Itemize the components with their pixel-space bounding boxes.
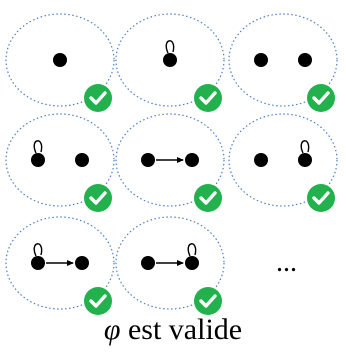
- graph-boundary: [5, 113, 115, 207]
- checkmark-icon: [89, 91, 107, 105]
- graph-node: [31, 153, 45, 167]
- self-loop: [165, 40, 175, 54]
- graph-cell: [5, 113, 115, 212]
- graph-cell: [115, 113, 225, 212]
- graph-node: [185, 256, 199, 270]
- graph-node: [163, 53, 177, 67]
- check-badge-icon: [194, 287, 222, 315]
- graph-cell: [115, 13, 225, 112]
- checkmark-icon: [89, 294, 107, 308]
- check-badge-icon: [307, 84, 335, 112]
- self-loop: [33, 140, 43, 154]
- graph-boundary: [5, 13, 115, 107]
- self-loop: [187, 243, 197, 257]
- graph-boundary: [228, 113, 338, 207]
- check-badge-icon: [194, 84, 222, 112]
- graph-cell: [228, 113, 338, 212]
- graph-node: [31, 256, 45, 270]
- graph-boundary: [228, 13, 338, 107]
- graph-cell: [115, 216, 225, 315]
- graph-node: [141, 256, 155, 270]
- graph-boundary: [115, 13, 225, 107]
- checkmark-icon: [89, 191, 107, 205]
- self-loop: [33, 243, 43, 257]
- graph-boundary: [115, 113, 225, 207]
- checkmark-icon: [199, 91, 217, 105]
- graph-node: [75, 256, 89, 270]
- self-loop: [300, 140, 310, 154]
- check-badge-icon: [307, 184, 335, 212]
- checkmark-icon: [312, 191, 330, 205]
- caption: φ est valide: [0, 310, 346, 350]
- graph-node: [141, 153, 155, 167]
- checkmark-icon: [312, 91, 330, 105]
- graph-node: [185, 153, 199, 167]
- check-badge-icon: [194, 184, 222, 212]
- caption-text: est valide: [127, 313, 243, 346]
- graph-cell: [5, 13, 115, 112]
- check-badge-icon: [84, 287, 112, 315]
- graph-cell: [228, 13, 338, 112]
- graph-node: [298, 153, 312, 167]
- checkmark-icon: [199, 294, 217, 308]
- ellipsis: ...: [276, 247, 297, 278]
- check-badge-icon: [84, 84, 112, 112]
- graph-node: [254, 153, 268, 167]
- graph-boundary: [115, 216, 225, 310]
- graph-node: [75, 153, 89, 167]
- graph-node: [53, 53, 67, 67]
- checkmark-icon: [199, 191, 217, 205]
- check-badge-icon: [84, 184, 112, 212]
- caption-symbol: φ: [103, 313, 121, 346]
- graph-node: [298, 53, 312, 67]
- graph-cell: [5, 216, 115, 315]
- graph-node: [254, 53, 268, 67]
- graph-boundary: [5, 216, 115, 310]
